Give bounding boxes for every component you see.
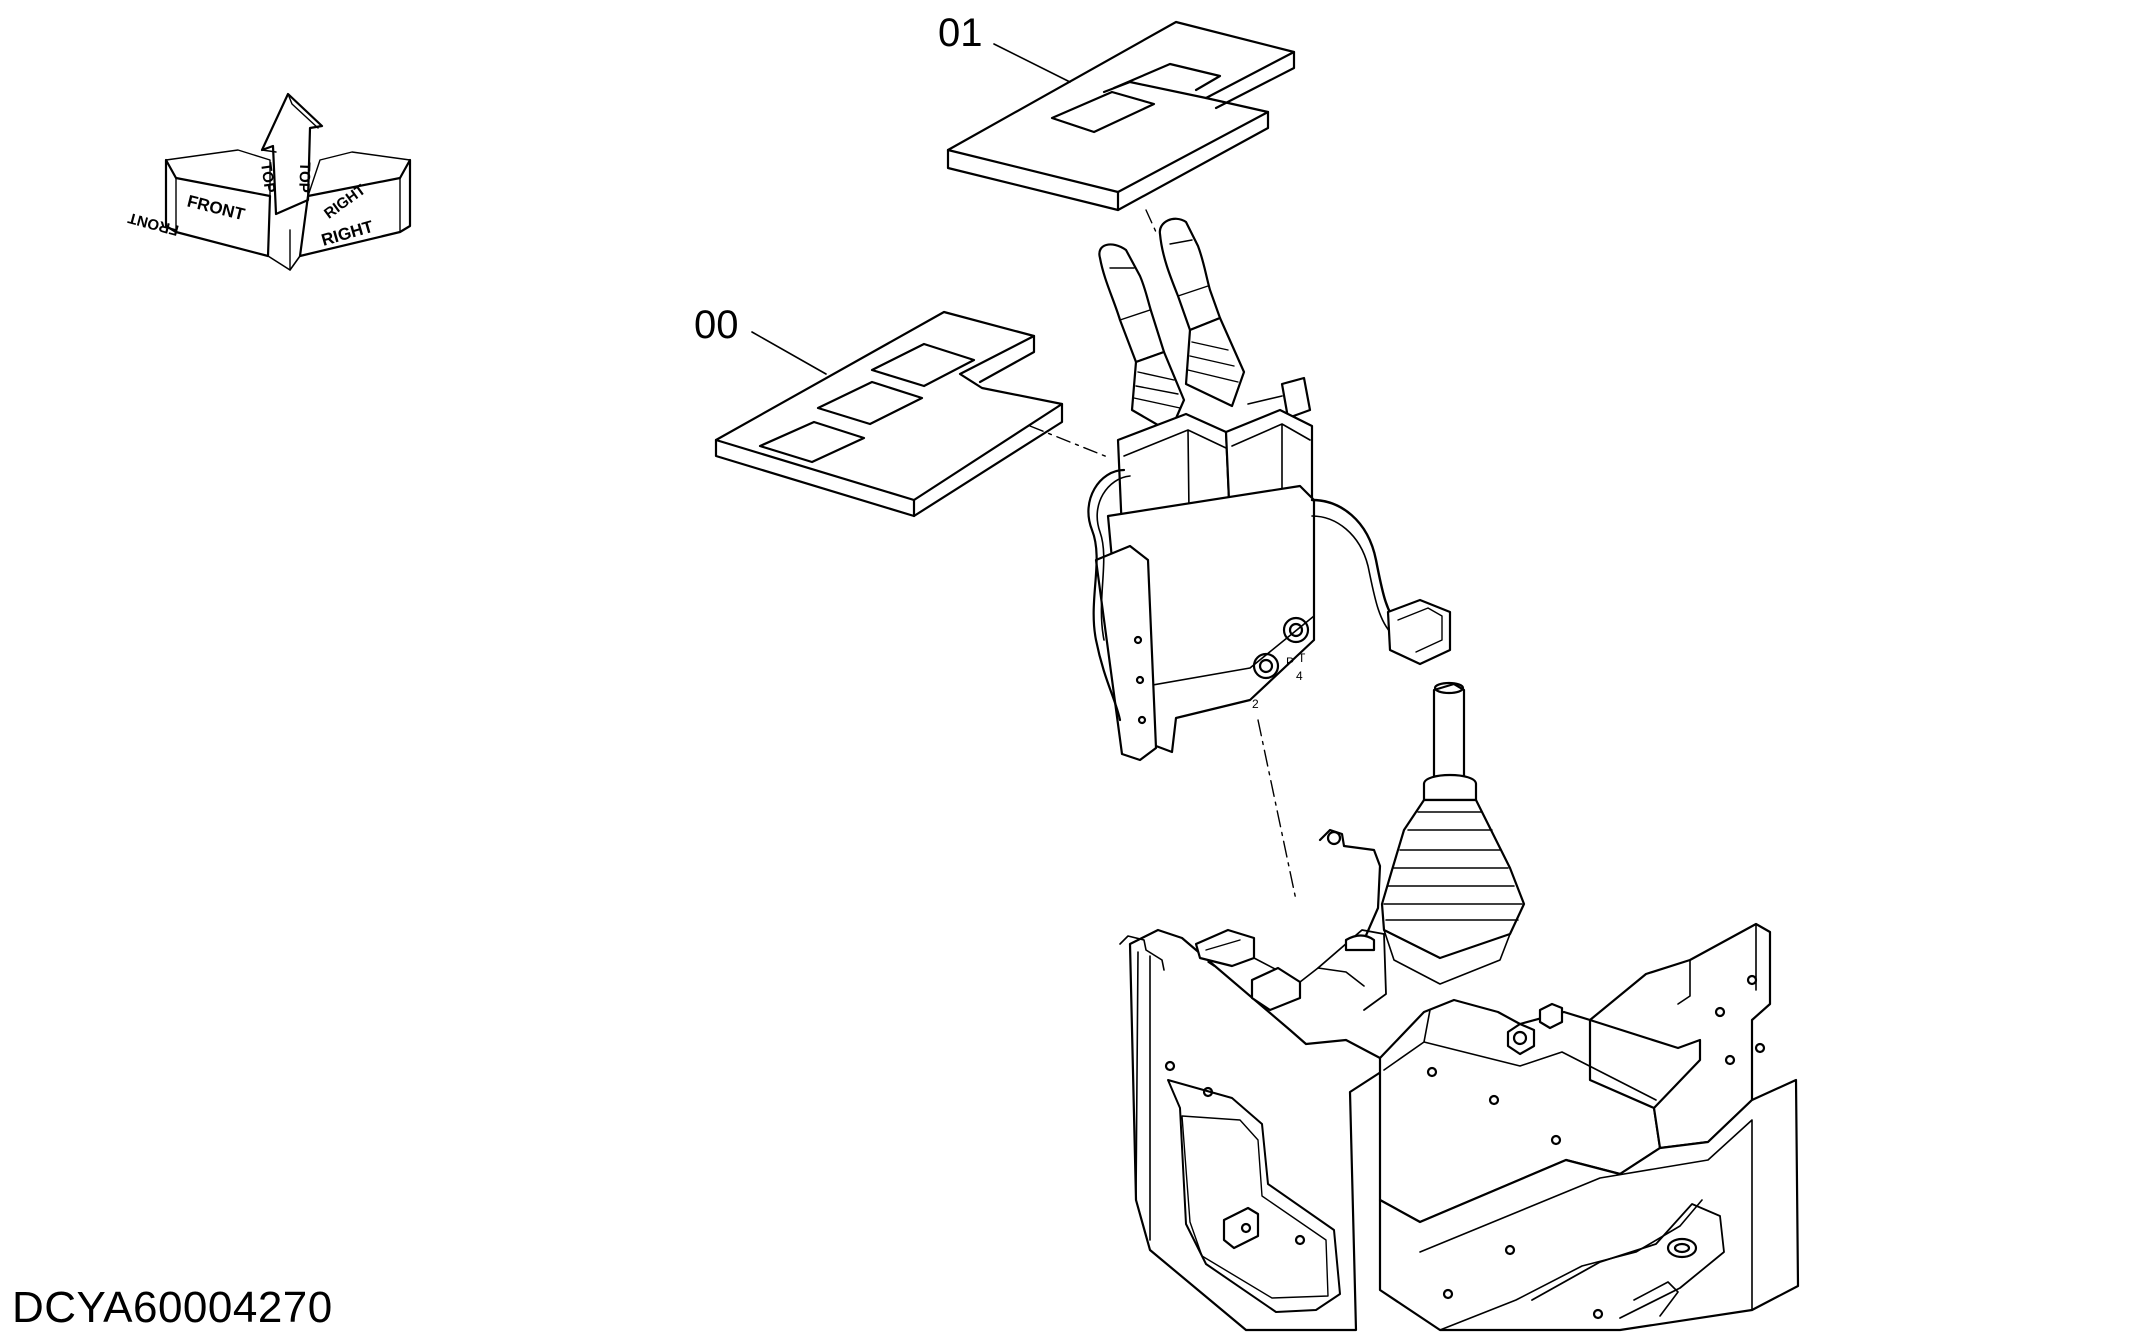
top-label-vertical: TOP <box>295 162 313 193</box>
front-label: FRONT <box>185 192 247 225</box>
lower-joystick <box>1380 681 1526 985</box>
top-arrow <box>260 92 324 216</box>
callout-00-label: 00 <box>694 303 739 347</box>
orientation-indicator: FRONT FRONT TOP TOP RIGHT RIGHT <box>126 92 412 271</box>
port-mark-t: T <box>1298 651 1306 665</box>
part-01-pad <box>946 20 1296 212</box>
callout-00-leader <box>751 331 827 375</box>
console-frame <box>1119 828 1800 1332</box>
part-01-axis <box>1145 209 1157 233</box>
left-grip <box>1098 243 1166 364</box>
assembly-centerline <box>1257 719 1297 901</box>
front-label-mirrored: FRONT <box>126 209 180 239</box>
tray-hole <box>1666 1237 1698 1259</box>
pilot-valve-assembly: P T 4 2 <box>1087 217 1452 762</box>
drawing-id: DCYA60004270 <box>12 1283 333 1332</box>
right-label-mirrored: RIGHT <box>321 181 369 222</box>
harness-connector <box>1386 598 1452 666</box>
part-00-axis <box>1029 425 1111 459</box>
top-label: TOP <box>257 161 278 194</box>
part-00-pad <box>714 310 1064 518</box>
frame-fasteners <box>1506 1002 1564 1056</box>
port-mark-2: 2 <box>1252 697 1259 711</box>
callout-01-label: 01 <box>938 11 983 55</box>
right-arrow <box>298 158 412 258</box>
callout-01: 01 <box>938 11 1157 233</box>
side-bracket <box>1094 544 1158 762</box>
port-mark-p: P <box>1286 655 1294 669</box>
callout-00: 00 <box>694 303 1111 459</box>
right-grip <box>1158 217 1222 332</box>
joystick-boot <box>1380 798 1526 960</box>
port-mark-4: 4 <box>1296 669 1303 683</box>
lower-tray <box>1378 1078 1800 1332</box>
callout-01-leader <box>993 43 1071 83</box>
